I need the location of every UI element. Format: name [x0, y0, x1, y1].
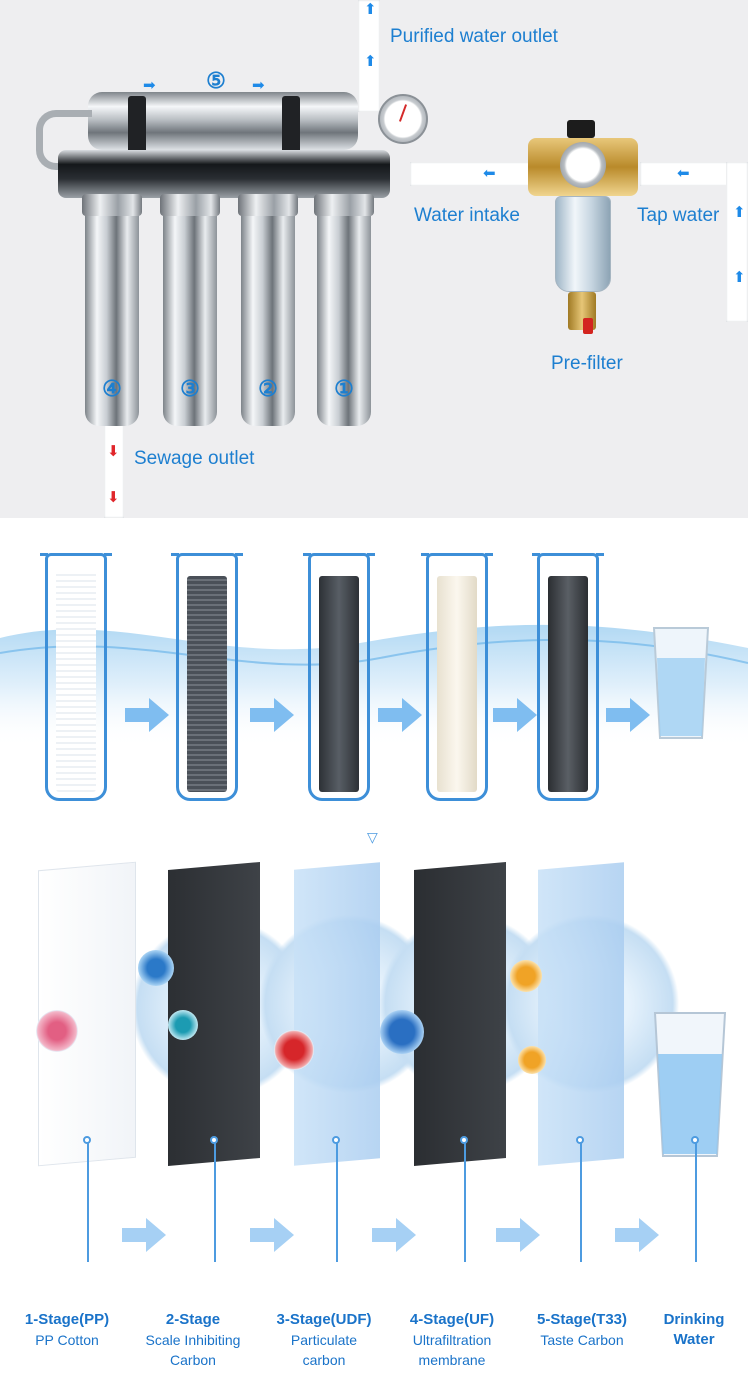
tap-water-label: Tap water	[637, 205, 720, 226]
stage-3-subtitle-line2: carbon	[302, 1352, 346, 1368]
filter-canister-2	[238, 194, 298, 426]
stage-connector	[464, 1142, 466, 1262]
bacteria-icon	[168, 1010, 198, 1040]
stage-1-title: 1-Stage(PP)	[24, 1311, 110, 1328]
left-arrow-icon: ⬅	[677, 164, 690, 182]
filter-canister-1	[314, 194, 374, 426]
stage-connector	[695, 1142, 697, 1262]
stage-5-title: 5-Stage(T33)	[536, 1311, 628, 1328]
water-intake-label: Water intake	[414, 205, 520, 226]
udf-housing	[303, 553, 375, 801]
stage-connector	[580, 1142, 582, 1262]
stage-dot	[576, 1136, 584, 1144]
stage-dot	[210, 1136, 218, 1144]
sewage-pipe	[104, 424, 124, 518]
udf-layer	[294, 862, 380, 1166]
tap-pipe-vertical	[726, 162, 748, 322]
bacteria-icon	[380, 1010, 424, 1054]
manifold-head	[58, 150, 390, 198]
cartridge-sequence	[0, 518, 748, 830]
stage-3-title: 3-Stage(UDF)	[276, 1311, 372, 1328]
stages-section: ▽ 1-Stage(PP) PP Cotton 2-Stage Scale In…	[0, 830, 748, 1385]
stage-connector	[87, 1142, 89, 1262]
uf-layer	[414, 861, 506, 1167]
membrane-clip	[282, 96, 300, 156]
right-arrow-icon: ➡	[143, 76, 156, 94]
stage-4-subtitle-line2: membrane	[418, 1352, 486, 1368]
stage-3-subtitle-line1: Particulate	[290, 1332, 358, 1348]
flow-arrow-icon	[496, 1218, 540, 1252]
water-glass-icon	[652, 627, 710, 739]
stage-dot	[460, 1136, 468, 1144]
flow-arrow-icon	[615, 1218, 659, 1252]
uf-cartridge	[437, 576, 477, 792]
left-arrow-icon: ⬅	[483, 164, 496, 182]
stage-2-subtitle-line2: Carbon	[170, 1352, 216, 1368]
filter-canister-4	[82, 194, 142, 426]
prefilter-dial	[560, 142, 606, 188]
flow-arrow-icon	[372, 1218, 416, 1252]
uf-housing	[421, 553, 493, 801]
t33-layer	[538, 862, 624, 1166]
stage-2-title: 2-Stage	[165, 1311, 221, 1328]
scale-carbon-cartridge	[187, 576, 227, 792]
stage-number-5: ⑤	[206, 68, 226, 93]
bacteria-icon	[138, 950, 174, 986]
flow-arrow-icon	[250, 698, 294, 732]
flow-arrow-icon	[122, 1218, 166, 1252]
purified-outlet-label: Purified water outlet	[390, 26, 558, 47]
stage-4-subtitle-line1: Ultrafiltration	[412, 1332, 492, 1348]
flow-arrow-icon	[378, 698, 422, 732]
down-arrow-icon: ⬇	[107, 442, 120, 460]
pp-cotton-cartridge	[56, 570, 96, 792]
flow-arrow-icon	[250, 1218, 294, 1252]
prefilter-handle	[583, 318, 593, 334]
stage-number-2: ②	[258, 376, 278, 401]
flow-arrow-icon	[606, 698, 650, 732]
stage-5-subtitle: Taste Carbon	[540, 1332, 624, 1348]
intake-pipe	[410, 162, 550, 186]
stage-2-subtitle-line1: Scale Inhibiting	[145, 1332, 241, 1348]
flow-arrow-icon	[125, 698, 169, 732]
stage-dot	[691, 1136, 699, 1144]
up-arrow-icon: ⬆	[364, 0, 377, 18]
particle-icon	[510, 960, 542, 992]
stage-1-subtitle: PP Cotton	[35, 1332, 99, 1348]
stage-dot	[332, 1136, 340, 1144]
stage-number-4: ④	[102, 376, 122, 401]
bacteria-icon	[36, 1010, 78, 1052]
stage-connector	[214, 1142, 216, 1262]
stage-number-3: ③	[180, 376, 200, 401]
sewage-outlet-label: Sewage outlet	[134, 448, 255, 469]
up-arrow-icon: ⬆	[733, 203, 746, 221]
up-arrow-icon: ⬆	[733, 268, 746, 286]
prefilter-gauge	[567, 120, 595, 138]
drinking-glass-icon	[653, 1012, 727, 1157]
t33-cartridge	[548, 576, 588, 792]
flow-arrow-icon	[493, 698, 537, 732]
udf-cartridge	[319, 576, 359, 792]
t33-housing	[532, 553, 604, 801]
stage-dot	[83, 1136, 91, 1144]
stage-number-1: ①	[334, 376, 354, 401]
particle-icon	[518, 1046, 546, 1074]
membrane-clip	[128, 96, 146, 156]
pre-filter-label: Pre-filter	[551, 353, 623, 374]
particle-cluster-icon	[274, 1030, 314, 1070]
scale-carbon-housing	[171, 553, 243, 801]
down-arrow-icon: ⬇	[107, 488, 120, 506]
prefilter-bowl	[555, 196, 611, 292]
installation-diagram: ⬆ ⬆ ⬅ ⬅ ⬆ ⬆ ➡ ➡ ⬇ ⬇ ⑤ ④ ③ ② ① Purified w…	[0, 0, 748, 518]
stage-connector	[336, 1142, 338, 1262]
drinking-title: Drinking	[663, 1311, 725, 1328]
up-arrow-icon: ⬆	[364, 52, 377, 70]
filter-canister-3	[160, 194, 220, 426]
stage-4-title: 4-Stage(UF)	[409, 1311, 495, 1328]
pp-cotton-housing	[40, 553, 112, 801]
down-triangle-icon: ▽	[367, 830, 378, 846]
outlet-pipe-vertical	[358, 0, 380, 112]
drinking-subtitle: Water	[673, 1331, 715, 1348]
right-arrow-icon: ➡	[252, 76, 265, 94]
pressure-gauge	[378, 94, 428, 144]
